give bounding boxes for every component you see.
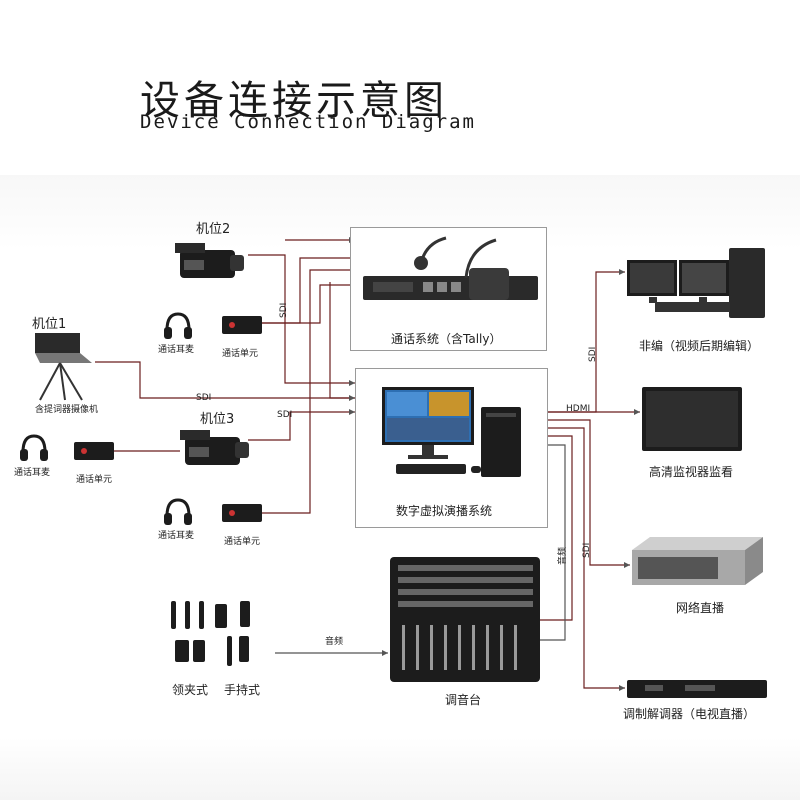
wire-label-audio-in: 音频 [325,637,344,647]
modulator-icon [627,680,767,698]
diagram-title: 设备连接示意图 [140,78,448,124]
headset-label-1: 通话耳麦 [158,345,195,355]
wire-cam1-vsystem [95,361,355,399]
headset-label-2: 通话耳麦 [14,468,51,478]
wire-label-sdi-out: SDI [582,542,592,558]
vsystem-label: 数字虚拟演播系统 [396,504,493,518]
stream-label: 网络直播 [676,601,725,615]
headset-icon [164,498,192,525]
camera-icon [175,243,244,278]
microphones-icon [171,601,250,666]
unit-label-1: 通话单元 [222,349,259,359]
intercom-label: 通话系统（含Tally） [391,332,502,346]
headset-label-3: 通话耳麦 [158,531,195,541]
mixer-label: 调音台 [445,693,482,707]
headset-icon [20,434,48,461]
wire-unit1-intercom [262,257,355,324]
modulator-label: 调制解调器（电视直播） [623,707,756,721]
wire-label-hdmi: HDMI [566,404,591,414]
audio-mixer-icon [390,557,540,682]
cam1-sub-label: 含提词器摄像机 [35,405,99,415]
server-icon [632,537,763,585]
hd-monitor-icon [642,387,742,451]
intercom-unit-icon [74,442,114,460]
intercom-unit-icon [222,316,262,334]
wire-vsystem-stream [546,419,630,566]
wire-label-audio-out: 音频 [558,546,568,565]
vsystem-box: 数字虚拟演播系统 [355,368,548,528]
workstation-icon [382,387,521,477]
lapel-label: 领夹式 [172,683,209,697]
unit-label-2: 通话单元 [76,475,113,485]
intercom-device-icon [363,236,538,300]
wire-vsystem-nle [546,271,625,413]
cam3-label: 机位3 [200,412,235,427]
nle-label: 非编（视频后期编辑） [639,339,760,353]
handheld-label: 手持式 [224,683,261,697]
wire-cam2-vsystem [248,254,355,384]
diagram-subtitle: Device Connection Diagram [140,111,476,133]
wire-vsystem-modulator [546,427,625,689]
wire-label-sdi-1: SDI [279,302,289,318]
wire-unit3-intercom [262,269,355,514]
camera-icon [180,430,249,465]
wire-label-sdi-2: SDI [196,393,212,403]
monitor-label: 高清监视器监看 [649,465,734,479]
intercom-system-box: 通话系统（含Tally） [350,227,547,351]
intercom-unit-icon [222,504,262,522]
teleprompter-camera-icon [35,333,92,401]
wire-label-sdi-3: SDI [277,410,293,420]
cam1-label: 机位1 [32,317,67,332]
headset-icon [164,312,192,339]
wire-label-sdi-nle: SDI [588,346,598,362]
wire-cam3-vsystem [248,411,355,441]
nle-workstation-icon [627,248,765,318]
cam2-label: 机位2 [196,222,231,237]
wire-mixer-vsystem [540,435,573,621]
unit-label-3: 通话单元 [224,537,261,547]
